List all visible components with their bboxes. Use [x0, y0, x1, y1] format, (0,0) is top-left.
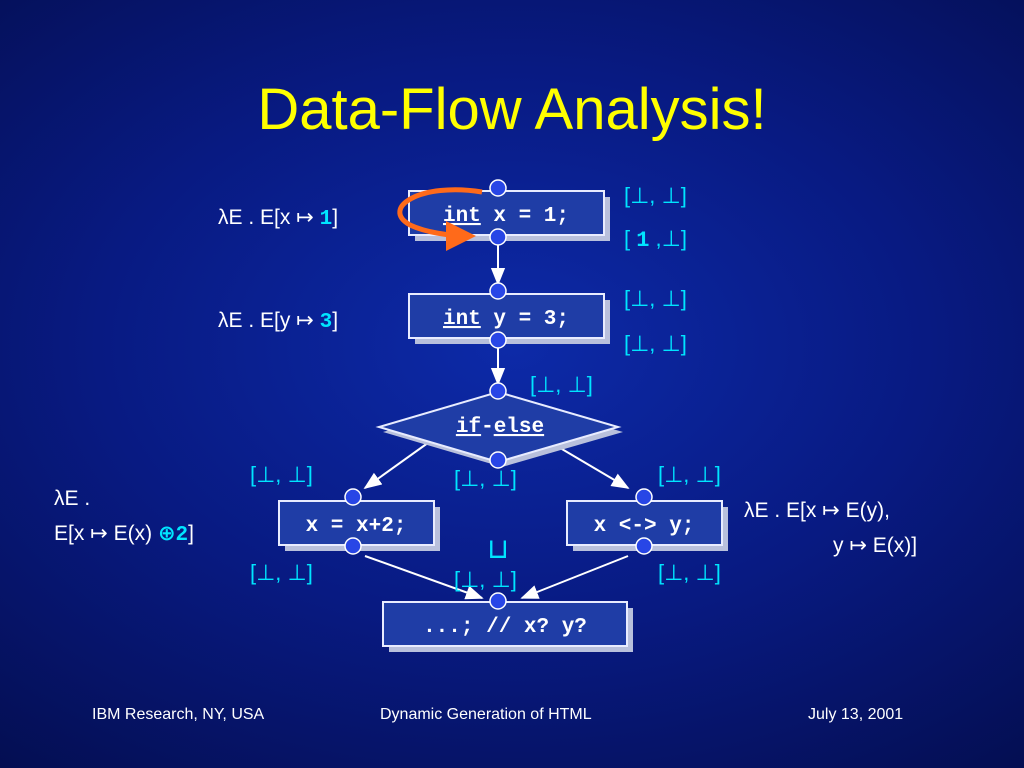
- port-n2-out: [489, 331, 507, 349]
- port-n1-in: [489, 179, 507, 197]
- port-n6-in: [489, 592, 507, 610]
- lattice-n1-in: [⊥, ⊥]: [624, 183, 687, 208]
- lattice-n3-in: [⊥, ⊥]: [530, 372, 593, 397]
- transfer-functions: λE . E[x ↦ 1] λE . E[y ↦ 3] λE . E[x ↦ E…: [54, 206, 917, 557]
- edge-n5-n6: [520, 555, 629, 599]
- lattice-n1-out: [ 1 ,⊥]: [624, 226, 687, 253]
- lattice-n5-out: [⊥, ⊥]: [658, 560, 721, 585]
- footer-date: July 13, 2001: [808, 706, 904, 723]
- port-n2-in: [489, 282, 507, 300]
- lattice-n6-in: [⊥, ⊥]: [454, 567, 517, 592]
- transfer-n5-line2: y ↦ E(x)]: [833, 534, 917, 557]
- node-int-y: int y = 3;: [408, 293, 610, 344]
- lattice-values: [⊥, ⊥] [ 1 ,⊥] [⊥, ⊥] [⊥, ⊥] [⊥, ⊥] [⊥, …: [250, 183, 721, 592]
- footer-organization: IBM Research, NY, USA: [92, 706, 265, 723]
- node-swap-label: x <-> y;: [594, 515, 695, 538]
- edge-n3-n4: [363, 439, 433, 490]
- port-n4-out: [344, 537, 362, 555]
- node-x-plus-2-label: x = x+2;: [306, 515, 407, 538]
- transfer-n2: λE . E[y ↦ 3]: [218, 309, 338, 334]
- port-n3-out: [489, 451, 507, 469]
- flow-edges: [363, 245, 630, 600]
- transfer-n4-line1: λE .: [54, 487, 90, 510]
- lattice-join-symbol: ⊔: [487, 533, 509, 564]
- edge-n3-n5: [549, 441, 630, 489]
- lattice-n3-out: [⊥, ⊥]: [454, 466, 517, 491]
- port-n4-in: [344, 488, 362, 506]
- edge-n4-n6: [364, 555, 484, 600]
- lattice-n2-in: [⊥, ⊥]: [624, 286, 687, 311]
- port-n5-in: [635, 488, 653, 506]
- orange-transfer-arrow: [397, 187, 483, 251]
- transfer-n5-line1: λE . E[x ↦ E(y),: [744, 499, 890, 522]
- ports: [344, 179, 653, 610]
- node-query: ...; // x? y?: [382, 601, 633, 652]
- slide-title: Data-Flow Analysis!: [257, 77, 767, 142]
- node-if-else-label: if-else: [456, 416, 544, 439]
- port-n1-out: [489, 228, 507, 246]
- port-n5-out: [635, 537, 653, 555]
- lattice-n4-in: [⊥, ⊥]: [250, 462, 313, 487]
- transfer-n1: λE . E[x ↦ 1]: [218, 206, 338, 231]
- footer-presentation-title: Dynamic Generation of HTML: [380, 706, 592, 723]
- node-if-else: if-else: [375, 390, 623, 467]
- node-int-x-label: int x = 1;: [443, 205, 569, 228]
- lattice-n2-out: [⊥, ⊥]: [624, 331, 687, 356]
- lattice-n4-out: [⊥, ⊥]: [250, 560, 313, 585]
- lattice-n5-in: [⊥, ⊥]: [658, 462, 721, 487]
- node-x-plus-2: x = x+2;: [278, 500, 440, 551]
- node-query-label: ...; // x? y?: [423, 616, 587, 639]
- transfer-n4-line2: E[x ↦ E(x) ⊕2]: [54, 522, 194, 547]
- node-int-y-label: int y = 3;: [443, 308, 569, 331]
- port-n3-in: [489, 382, 507, 400]
